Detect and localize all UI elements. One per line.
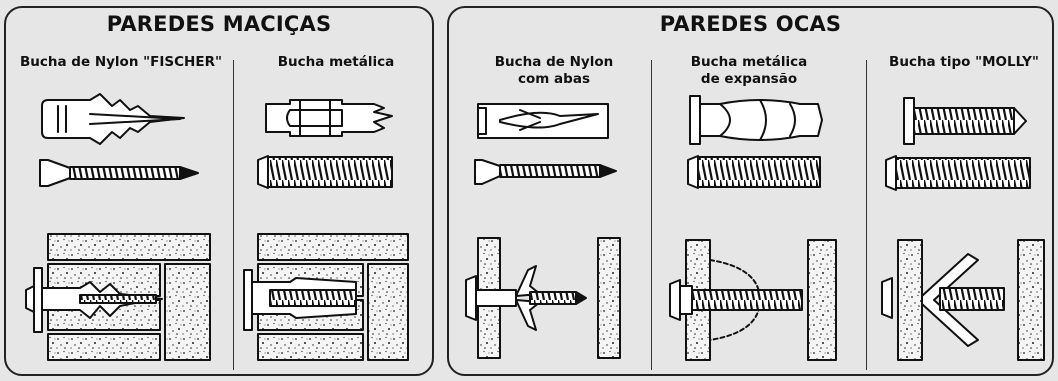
metal-anchor-icon (265, 99, 393, 137)
column-label-metal-anchor: Bucha metálica (277, 54, 395, 70)
solid-wall-metal-section (243, 233, 409, 361)
column-label-expansion-metal-line2: de expansão (700, 71, 798, 87)
column-label-expansion-metal: Bucha metálica de expansão (659, 54, 839, 88)
panel-title-solid-walls: PAREDES MACIÇAS (106, 12, 332, 36)
panel-title-hollow-walls: PAREDES OCAS (659, 12, 842, 36)
column-label-nylon-wings: Bucha de Nylon com abas (469, 54, 639, 88)
wood-screw-icon (39, 159, 199, 187)
column-label-molly: Bucha tipo "MOLLY" (889, 54, 1039, 70)
column-divider-2 (866, 60, 867, 370)
column-label-nylon-wings-line2: com abas (518, 71, 590, 87)
solid-wall-fischer-section (25, 233, 211, 361)
column-divider-1 (651, 60, 652, 370)
hollow-wall-molly-section (881, 239, 1045, 361)
column-label-expansion-metal-line1: Bucha metálica (690, 54, 808, 70)
column-divider (233, 60, 234, 370)
column-label-nylon-wings-line1: Bucha de Nylon (494, 54, 614, 70)
hollow-wall-expansion-section (669, 239, 837, 361)
hollow-walls-panel: PAREDES OCAS Bucha de Nylon com abas Buc… (447, 6, 1054, 376)
hollow-wall-nylon-section (465, 237, 621, 359)
column-label-nylon-fischer: Bucha de Nylon "FISCHER" (19, 54, 222, 70)
fischer-anchor-icon (41, 93, 185, 145)
nylon-winged-anchor-icon (477, 103, 609, 139)
machine-screw-icon (257, 155, 393, 189)
wood-screw-icon (474, 159, 617, 185)
machine-screw-icon (687, 155, 821, 189)
expansion-metal-anchor-icon (689, 95, 823, 145)
machine-screw-icon (885, 155, 1031, 191)
molly-anchor-icon (903, 97, 1027, 145)
